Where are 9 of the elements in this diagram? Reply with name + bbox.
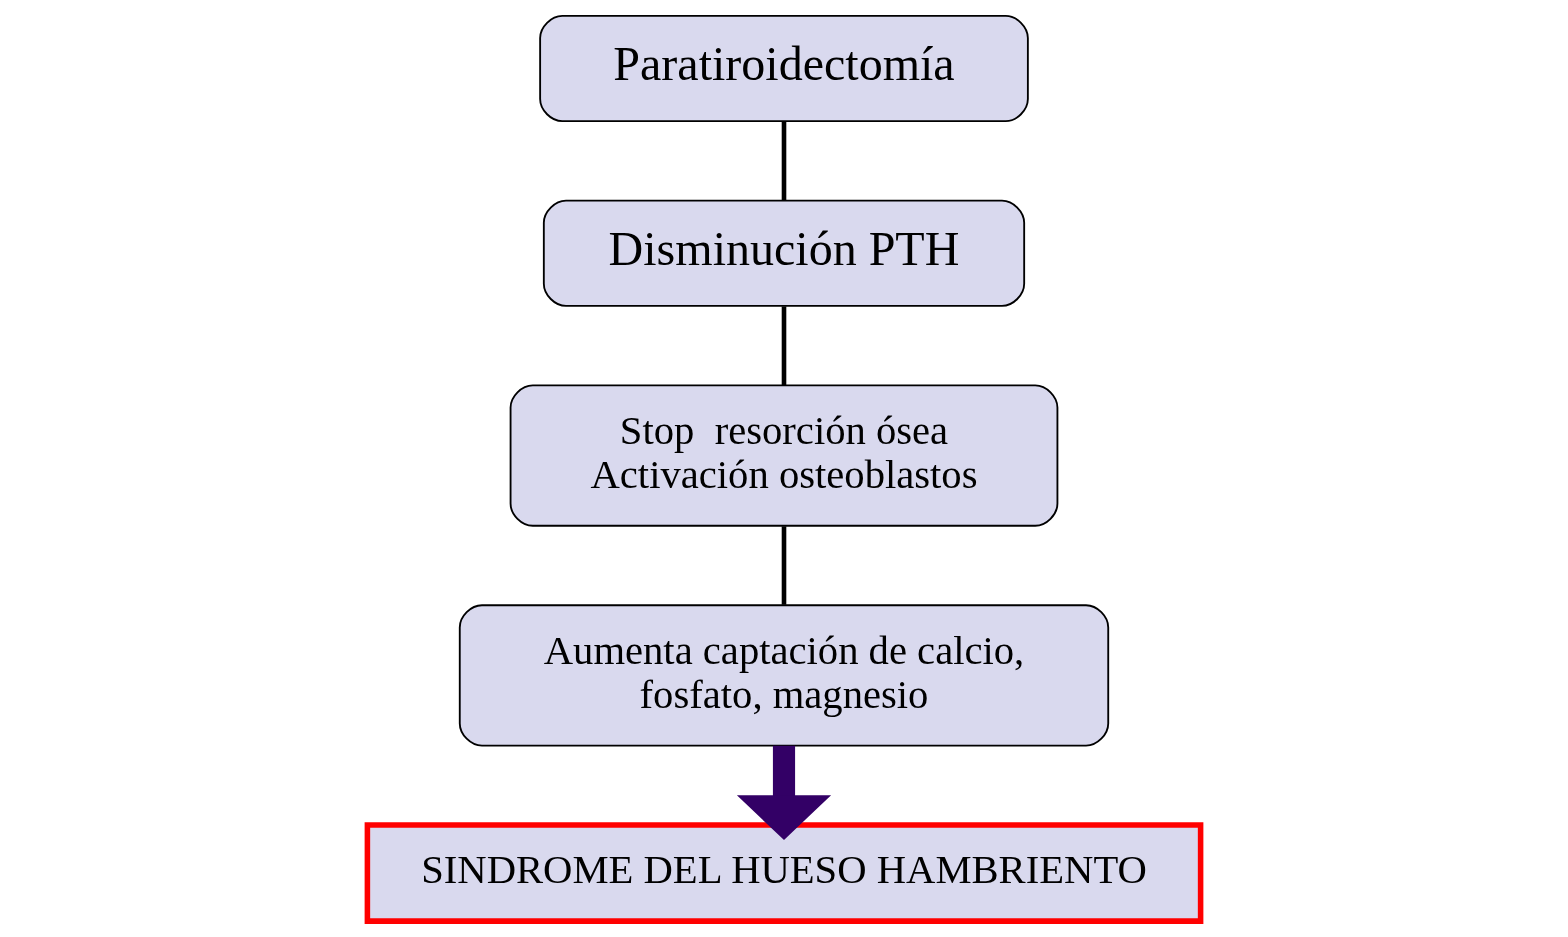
node-box: Stop resorción ósea Activación osteoblastos	[509, 384, 1059, 527]
arrow	[736, 745, 832, 841]
node-box: Aumenta captación de calcio, fosfato, magnesio	[458, 604, 1110, 747]
connector	[781, 306, 787, 386]
node-box: SINDROME DEL HUESO HAMBRIENTO	[364, 822, 1204, 924]
connector	[781, 526, 787, 605]
node-box: Paratiroidectomía	[539, 14, 1029, 123]
connector	[781, 121, 787, 201]
node-box: Disminución PTH	[542, 199, 1026, 307]
